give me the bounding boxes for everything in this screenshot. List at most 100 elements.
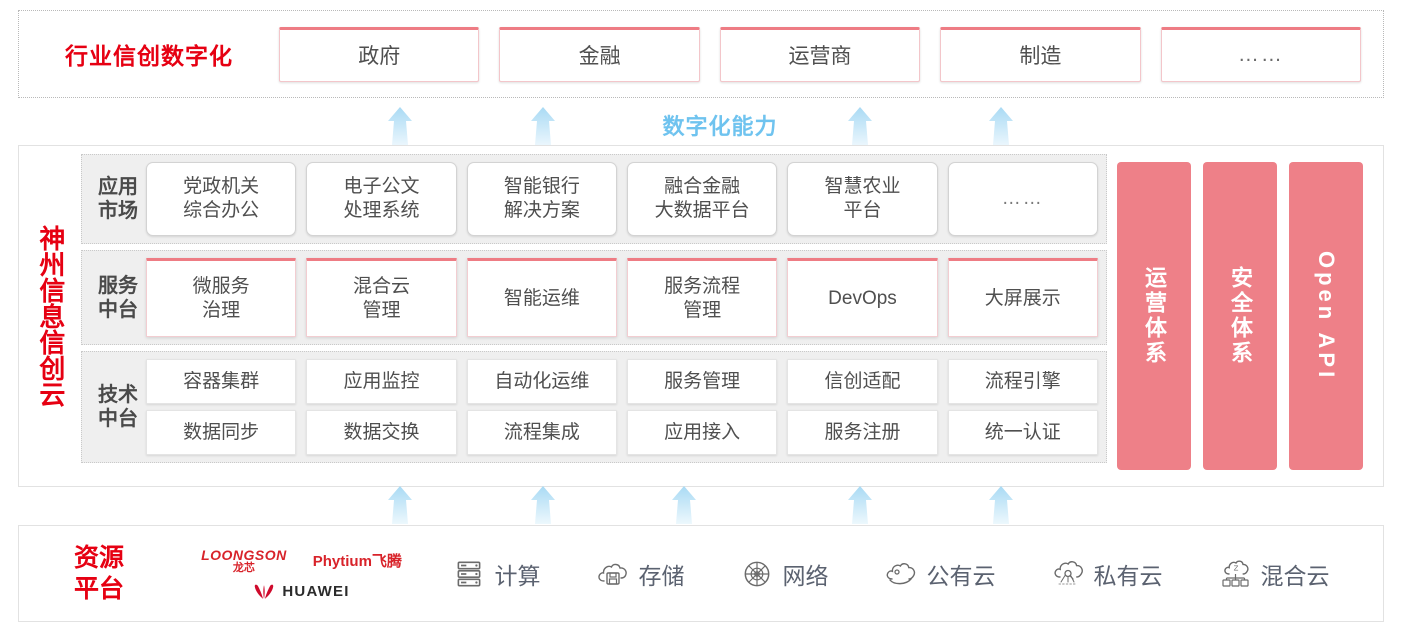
tier-application-market: 应用 市场 党政机关 综合办公 电子公文 处理系统 智能银行 解决方案 融合金融 bbox=[81, 154, 1107, 244]
app-card-more[interactable]: …… bbox=[947, 162, 1098, 236]
service-card-service-process-management[interactable]: 服务流程 管理 bbox=[626, 258, 778, 337]
technical-card-grid: 容器集群 应用监控 自动化运维 服务管理 信创适配 流程引擎 数据同步 数据交换… bbox=[146, 359, 1098, 455]
app-card-finance-bigdata[interactable]: 融合金融 大数据平台 bbox=[626, 162, 778, 236]
pillar-operations-system[interactable]: 运营体系 bbox=[1117, 162, 1191, 470]
resource-item-storage[interactable]: 存储 bbox=[596, 557, 685, 591]
network-icon bbox=[744, 561, 769, 586]
pillar-security-system[interactable]: 安全体系 bbox=[1203, 162, 1277, 470]
tier-technical-platform: 技术 中台 容器集群 应用监控 自动化运维 服务管理 信创适配 流程引擎 数据同… bbox=[81, 351, 1107, 463]
resource-platform-title: 资源 平台 bbox=[19, 543, 179, 604]
industry-card-label: 运营商 bbox=[788, 45, 852, 68]
tech-card-data-exchange[interactable]: 数据交换 bbox=[306, 410, 457, 455]
service-card-microservice-governance[interactable]: 微服务 治理 bbox=[146, 258, 297, 337]
card-line1: 混合云 bbox=[352, 275, 410, 297]
private-cloud-icon bbox=[1053, 560, 1083, 584]
public-cloud-icon bbox=[886, 562, 915, 584]
industry-card-label: 金融 bbox=[578, 45, 621, 68]
industry-card-manufacturing[interactable]: 制造 bbox=[940, 26, 1141, 82]
card-line2: 治理 bbox=[202, 299, 241, 321]
resource-item-label: 公有云 bbox=[926, 562, 996, 589]
industry-card-label: …… bbox=[1237, 43, 1284, 66]
tier-label-line2: 中台 bbox=[98, 298, 138, 321]
pillar-label: 运营体系 bbox=[1142, 266, 1167, 366]
card-line1: …… bbox=[1001, 188, 1044, 210]
card-line1: 大屏展示 bbox=[984, 287, 1061, 309]
card-line1: 智慧农业 bbox=[824, 176, 901, 198]
card-line1: 微服务 bbox=[192, 275, 250, 297]
service-card-hybrid-cloud-management[interactable]: 混合云 管理 bbox=[306, 258, 457, 337]
industry-card-telecom[interactable]: 运营商 bbox=[719, 26, 921, 82]
tech-card-container-cluster[interactable]: 容器集群 bbox=[146, 359, 297, 404]
loongson-logo: LOONGSON 龙芯 bbox=[201, 548, 287, 574]
card-line1: 服务流程 bbox=[664, 275, 741, 297]
card-line2: 处理系统 bbox=[343, 200, 420, 221]
resource-item-public-cloud[interactable]: 公有云 bbox=[884, 557, 996, 591]
resource-item-private-cloud[interactable]: 私有云 bbox=[1051, 557, 1163, 591]
tier-label-line1: 技术 bbox=[98, 384, 138, 406]
resource-item-network[interactable]: 网络 bbox=[740, 557, 829, 591]
resource-item-label: 网络 bbox=[782, 562, 829, 589]
resource-title-line2: 平台 bbox=[73, 574, 124, 603]
resource-item-label: 私有云 bbox=[1093, 562, 1163, 589]
huawei-logo: HUAWEI bbox=[253, 583, 349, 600]
resource-platform-panel: 资源 平台 LOONGSON 龙芯 Phytium飞腾 HUAWEI bbox=[18, 525, 1384, 622]
tech-card-xinchuang-adaptation[interactable]: 信创适配 bbox=[787, 359, 938, 404]
resource-item-compute[interactable]: 计算 bbox=[452, 557, 541, 591]
cloud-brand-text: 神州信息信创云 bbox=[35, 225, 66, 407]
tech-card-service-registry[interactable]: 服务注册 bbox=[787, 410, 938, 455]
service-card-intelligent-ops[interactable]: 智能运维 bbox=[466, 258, 617, 337]
resource-item-list: 计算 存储 网络 bbox=[424, 557, 1383, 591]
tech-card-service-management[interactable]: 服务管理 bbox=[626, 359, 778, 404]
card-line1: 智能银行 bbox=[503, 176, 580, 198]
industry-card-list: 政府 金融 运营商 制造 …… bbox=[279, 26, 1383, 82]
tech-card-unified-auth[interactable]: 统一认证 bbox=[947, 410, 1098, 455]
technical-card-row: 容器集群 应用监控 自动化运维 服务管理 信创适配 流程引擎 bbox=[146, 359, 1098, 404]
card-line2: 平台 bbox=[843, 200, 882, 221]
tier-service-platform: 服务 中台 微服务 治理 混合云 管理 智能运维 服务流程 管理 bbox=[81, 250, 1107, 345]
tech-card-automated-ops[interactable]: 自动化运维 bbox=[466, 359, 617, 404]
up-arrow-icon bbox=[521, 107, 565, 145]
pillar-label: 安全体系 bbox=[1228, 266, 1253, 366]
app-card-government-office[interactable]: 党政机关 综合办公 bbox=[146, 162, 297, 236]
up-arrow-icon bbox=[838, 486, 882, 524]
capability-label: 数字化能力 bbox=[662, 114, 778, 139]
industry-band: 行业信创数字化 政府 金融 运营商 制造 …… bbox=[18, 10, 1384, 98]
tier-column: 应用 市场 党政机关 综合办公 电子公文 处理系统 智能银行 解决方案 融合金融 bbox=[81, 154, 1107, 478]
pillar-open-api[interactable]: Open API bbox=[1289, 162, 1363, 470]
tech-card-data-sync[interactable]: 数据同步 bbox=[146, 410, 297, 455]
resource-item-hybrid-cloud[interactable]: Z 混合云 bbox=[1218, 557, 1330, 591]
industry-card-government[interactable]: 政府 bbox=[279, 26, 480, 82]
card-line2: 管理 bbox=[683, 299, 722, 321]
tier-label-technical-platform: 技术 中台 bbox=[90, 383, 146, 431]
tech-card-app-access[interactable]: 应用接入 bbox=[626, 410, 778, 455]
application-card-list: 党政机关 综合办公 电子公文 处理系统 智能银行 解决方案 融合金融 大数据平台… bbox=[146, 162, 1098, 236]
app-card-smart-bank[interactable]: 智能银行 解决方案 bbox=[466, 162, 617, 236]
industry-card-finance[interactable]: 金融 bbox=[499, 26, 700, 82]
phytium-logo: Phytium飞腾 bbox=[312, 553, 402, 570]
tech-card-process-engine[interactable]: 流程引擎 bbox=[947, 359, 1098, 404]
resource-item-label: 计算 bbox=[494, 562, 541, 589]
card-line1: 融合金融 bbox=[664, 176, 741, 198]
server-icon bbox=[457, 561, 480, 586]
tier-label-service-platform: 服务 中台 bbox=[90, 274, 146, 322]
tier-label-application-market: 应用 市场 bbox=[90, 175, 146, 223]
service-card-big-screen-display[interactable]: 大屏展示 bbox=[947, 258, 1098, 337]
app-card-edoc-system[interactable]: 电子公文 处理系统 bbox=[306, 162, 457, 236]
tech-card-process-integration[interactable]: 流程集成 bbox=[466, 410, 617, 455]
cloud-body: 应用 市场 党政机关 综合办公 电子公文 处理系统 智能银行 解决方案 融合金融 bbox=[81, 146, 1383, 486]
cloud-platform-panel: 神州信息信创云 应用 市场 党政机关 综合办公 电子公文 处理系统 bbox=[18, 145, 1384, 487]
huawei-flower-icon bbox=[255, 584, 274, 599]
up-arrow-icon bbox=[979, 486, 1023, 524]
app-card-smart-agriculture[interactable]: 智慧农业 平台 bbox=[787, 162, 938, 236]
pillar-label: Open API bbox=[1314, 250, 1339, 382]
industry-card-label: 政府 bbox=[358, 45, 401, 68]
tech-card-app-monitoring[interactable]: 应用监控 bbox=[306, 359, 457, 404]
card-line1: 党政机关 bbox=[183, 176, 260, 198]
technical-card-row: 数据同步 数据交换 流程集成 应用接入 服务注册 统一认证 bbox=[146, 410, 1098, 455]
hybrid-cloud-icon: Z bbox=[1221, 560, 1249, 587]
tier-label-line1: 应用 bbox=[98, 176, 138, 198]
capability-arrow-strip-bottom bbox=[0, 486, 1402, 524]
service-card-devops[interactable]: DevOps bbox=[787, 258, 938, 337]
industry-card-more[interactable]: …… bbox=[1160, 26, 1362, 82]
card-line2: 解决方案 bbox=[503, 200, 580, 221]
